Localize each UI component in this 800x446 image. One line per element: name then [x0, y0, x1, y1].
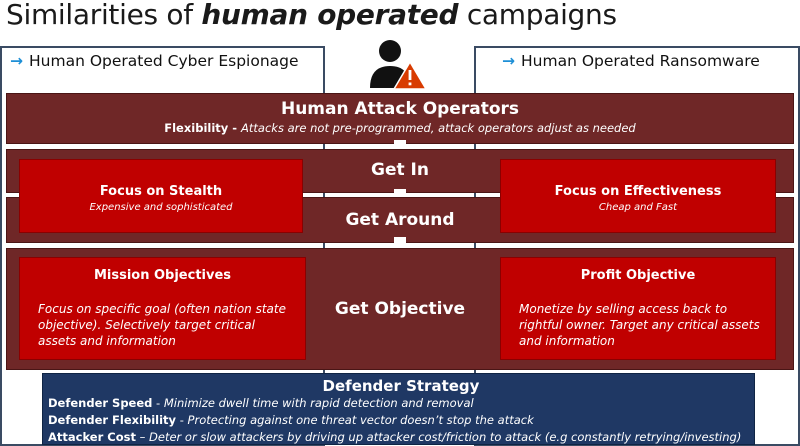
right-column-header: → Human Operated Ransomware — [502, 52, 760, 70]
line-text: Minimize dwell time with rapid detection… — [163, 396, 474, 410]
mission-description: Focus on specific goal (often nation sta… — [38, 302, 286, 348]
title-suffix: campaigns — [458, 0, 617, 31]
flexibility-text: Attacks are not pre-programmed, attack o… — [241, 121, 636, 135]
defender-strategy-box: Defender Strategy Defender Speed - Minim… — [42, 373, 755, 445]
get-objective-label: Get Objective — [334, 299, 466, 319]
mission-title: Mission Objectives — [93, 268, 232, 283]
line-separator: – — [135, 430, 150, 444]
profit-title: Profit Objective — [580, 268, 696, 283]
focus-on-effectiveness-box: Focus on Effectiveness Cheap and Fast — [500, 159, 776, 233]
title-prefix: Similarities of — [6, 0, 202, 31]
title-emphasis: human operated — [201, 0, 459, 31]
line-label: Defender Flexibility — [48, 413, 177, 427]
operators-title: Human Attack Operators — [280, 99, 520, 119]
right-column-label: Human Operated Ransomware — [521, 52, 760, 70]
stealth-subtitle: Expensive and sophisticated — [89, 202, 233, 213]
get-around-label: Get Around — [345, 210, 455, 230]
defender-title: Defender Strategy — [322, 377, 480, 395]
focus-on-stealth-box: Focus on Stealth Expensive and sophistic… — [19, 159, 303, 233]
line-text: Protecting against one threat vector doe… — [187, 413, 534, 427]
human-attack-operators-band: Human Attack Operators Flexibility - Att… — [6, 93, 794, 144]
line-text: Deter or slow attackers by driving up at… — [149, 430, 742, 444]
line-label: Attacker Cost — [48, 430, 136, 444]
defender-speed-line: Defender Speed - Minimize dwell time wit… — [48, 395, 754, 412]
line-separator: - — [176, 413, 188, 427]
flexibility-label: Flexibility - — [164, 121, 242, 135]
arrow-right-icon: → — [502, 52, 515, 70]
left-column-header: → Human Operated Cyber Espionage — [10, 52, 299, 70]
attacker-warning-icon — [370, 40, 428, 90]
profit-objective-box: Profit Objective Monetize by selling acc… — [500, 257, 776, 360]
mission-objectives-box: Mission Objectives Focus on specific goa… — [19, 257, 306, 360]
page-title: Similarities of human operated campaigns — [6, 0, 617, 31]
profit-description: Monetize by selling access back to right… — [519, 302, 760, 348]
operators-flexibility: Flexibility - Attacks are not pre-progra… — [7, 121, 793, 135]
attacker-cost-line: Attacker Cost – Deter or slow attackers … — [48, 429, 754, 446]
get-in-label: Get In — [371, 160, 429, 180]
effectiveness-subtitle: Cheap and Fast — [598, 202, 678, 213]
stealth-title: Focus on Stealth — [99, 184, 223, 199]
line-label: Defender Speed — [48, 396, 153, 410]
line-separator: - — [152, 396, 164, 410]
arrow-right-icon: → — [10, 52, 23, 70]
down-arrow-icon — [387, 237, 413, 257]
defender-flexibility-line: Defender Flexibility - Protecting agains… — [48, 412, 754, 429]
left-column-label: Human Operated Cyber Espionage — [29, 52, 299, 70]
effectiveness-title: Focus on Effectiveness — [554, 184, 722, 199]
